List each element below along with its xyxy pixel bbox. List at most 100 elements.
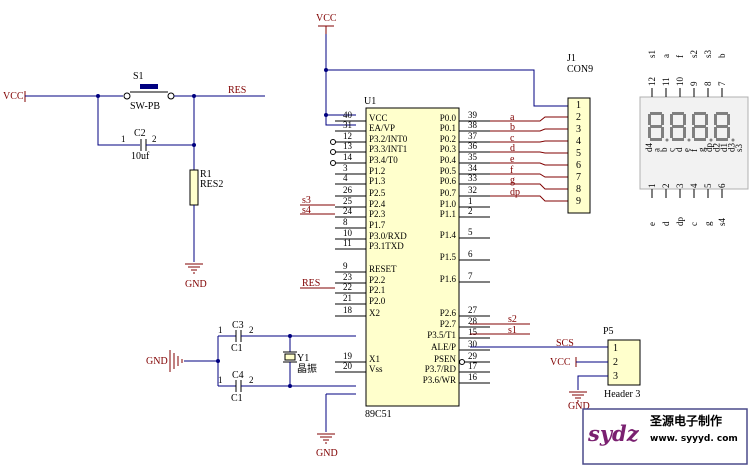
display-bottom-name: d — [661, 221, 671, 226]
mcu-right-pin-name: P1.5 — [440, 252, 457, 262]
display-segment-label: d4 — [644, 143, 654, 153]
display-segment-label: c — [667, 148, 677, 152]
mcu-right-pin-num: 17 — [468, 361, 478, 371]
display-segment-label: f — [689, 149, 699, 152]
mcu-right-pin-num: 1 — [468, 196, 473, 206]
mcu-ref: U1 — [364, 96, 376, 107]
c2-ref: C2 — [134, 128, 146, 139]
logo-url: www. syyyd. com — [650, 434, 738, 444]
mcu-left-pin-num: 12 — [343, 131, 352, 141]
mcu-right-pin-name: P3.6/WR — [423, 375, 456, 385]
mcu-right-pin-num: 28 — [468, 316, 478, 326]
p0-net-label: e — [510, 154, 515, 165]
display-bottom-name: c — [689, 222, 699, 226]
capacitor-c4: C4 1 2 C1 — [218, 370, 254, 404]
p0-net-label: c — [510, 133, 515, 144]
net-s2-label: s2 — [508, 314, 517, 325]
mcu-right-pin-num: 5 — [468, 227, 473, 237]
mcu-right-pin-num: 38 — [468, 120, 478, 130]
mcu-left-pin-name: P1.7 — [369, 220, 386, 230]
j1-pin-num: 7 — [576, 172, 581, 183]
mcu-right-pin-num: 39 — [468, 110, 478, 120]
j1-value: CON9 — [567, 64, 593, 75]
mcu-left-pin-name: EA/VP — [369, 123, 395, 133]
mcu-left-pin-num: 25 — [343, 196, 353, 206]
p0-net-label: f — [510, 165, 514, 176]
mcu-left-pin-name: P1.3 — [369, 176, 386, 186]
gnd-mcu-symbol: GND — [316, 433, 338, 459]
j1-pin-num: 4 — [576, 136, 581, 147]
display-bottom-num: 6 — [717, 183, 727, 188]
c2-value: 10uf — [131, 151, 150, 162]
vcc-left-symbol: VCC — [3, 91, 26, 102]
c3-value: C1 — [231, 343, 243, 354]
mcu-left-pin-name: P3.3/INT1 — [369, 144, 407, 154]
mcu-left-pin-num: 4 — [343, 173, 348, 183]
p5-value: Header 3 — [604, 389, 640, 400]
c4-pin1: 1 — [218, 375, 223, 385]
gnd-xtal-label: GND — [146, 356, 168, 367]
mcu-left-pin-num: 23 — [343, 272, 353, 282]
mcu-left-pin-num: 13 — [343, 141, 353, 151]
display-segment-label: a — [652, 148, 662, 152]
mcu-left-pin-name: P3.1TXD — [369, 241, 404, 251]
mcu-right-pin-num: 6 — [468, 249, 473, 259]
c4-value: C1 — [231, 393, 243, 404]
mcu-right-pin-name: P1.1 — [440, 209, 456, 219]
c2-pin1: 1 — [121, 134, 126, 144]
mcu-left-pin-name: P3.2/INT0 — [369, 134, 408, 144]
switch-s1: S1 SW-PB — [123, 71, 175, 112]
mcu-right-pin-name: P0.3 — [440, 144, 457, 154]
switch-ref: S1 — [133, 71, 144, 82]
j1-pin-num: 2 — [576, 112, 581, 123]
mcu-right-pin-name: P0.2 — [440, 134, 456, 144]
mcu-part: 89C51 — [365, 409, 392, 420]
j1-pin-num: 9 — [576, 196, 581, 207]
vcc-top-symbol: VCC — [316, 13, 337, 34]
mcu-left-pin-num: 26 — [343, 185, 353, 195]
mcu-left-pin-name: P2.2 — [369, 275, 385, 285]
display-segment-label: e — [682, 148, 692, 152]
p0-net-label: b — [510, 122, 515, 133]
net-s4-label: s4 — [302, 205, 311, 216]
mcu-right-pin-name: P0.5 — [440, 166, 457, 176]
mcu-right-pin-name: P0.0 — [440, 113, 457, 123]
mcu-left-pin-name: P2.3 — [369, 209, 386, 219]
mcu-left-pin-num: 40 — [343, 110, 353, 120]
p0-net-label: a — [510, 112, 515, 123]
mcu-right-pin-num: 2 — [468, 206, 473, 216]
mcu-left-pin-num: 3 — [343, 163, 348, 173]
j1-pin-num: 3 — [576, 124, 581, 135]
mcu-right-pin-num: 16 — [468, 372, 478, 382]
display-top-num: 8 — [703, 81, 713, 86]
display-top-num: 12 — [647, 77, 657, 86]
net-s3-label: s3 — [302, 195, 311, 206]
mcu-right-pin-name: P2.7 — [440, 319, 457, 329]
display-top-num: 11 — [661, 77, 671, 86]
display-top-name: f — [675, 55, 685, 58]
display-top-num: 10 — [675, 77, 685, 87]
mcu-left-pin-num: 31 — [343, 120, 352, 130]
j1-pin-num: 6 — [576, 160, 581, 171]
p0-net-label: d — [510, 143, 515, 154]
display-top-name: s1 — [647, 50, 657, 58]
net-s1-label: s1 — [508, 325, 517, 336]
net-res-label-mcu: RES — [302, 278, 320, 289]
display-bottom-name: g — [703, 221, 713, 226]
mcu-right-pin-name: P3.7/RD — [425, 364, 457, 374]
logo-mark: sydz — [587, 421, 640, 446]
mcu-left-pin-num: 22 — [343, 282, 352, 292]
mcu-left-pin-num: 10 — [343, 228, 353, 238]
c4-ref: C4 — [232, 370, 244, 381]
display-bottom-num: 5 — [703, 183, 713, 188]
mcu-left-pin-num: 18 — [343, 305, 353, 315]
mcu-right-pin-num: 30 — [468, 339, 478, 349]
display-bottom-name: e — [647, 222, 657, 226]
display-segment-label: d — [674, 147, 684, 152]
